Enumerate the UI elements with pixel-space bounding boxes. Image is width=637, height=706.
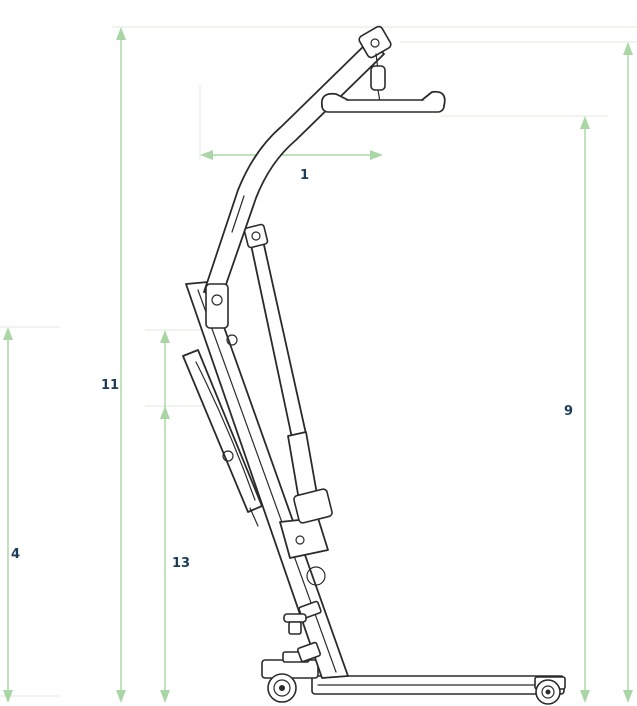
dimension-reach — [200, 150, 383, 160]
sling-range-label: 13 — [172, 556, 190, 571]
boom-pivot — [205, 283, 238, 346]
overall-height-label: 11 — [101, 378, 119, 393]
patient-lift — [182, 25, 566, 705]
dimension-base-height — [3, 327, 13, 703]
spreader-bar — [320, 53, 446, 113]
dimension-spreader-height — [580, 116, 590, 703]
base-leg — [311, 675, 565, 695]
boom — [203, 25, 392, 297]
actuator — [243, 223, 333, 524]
spreader-height-label: 9 — [564, 404, 573, 419]
hand-control — [182, 349, 263, 527]
dimension-overall-height — [116, 27, 126, 703]
front-wheel — [534, 676, 566, 705]
reach-label: 1 — [300, 168, 309, 183]
pedal — [283, 613, 307, 635]
extension-lines — [0, 26, 637, 697]
dimension-boom-height — [623, 42, 633, 703]
base-height-label: 4 — [11, 547, 20, 562]
dimension-sling-range — [160, 330, 170, 703]
mast — [185, 281, 349, 679]
mast-bracket — [279, 517, 329, 586]
